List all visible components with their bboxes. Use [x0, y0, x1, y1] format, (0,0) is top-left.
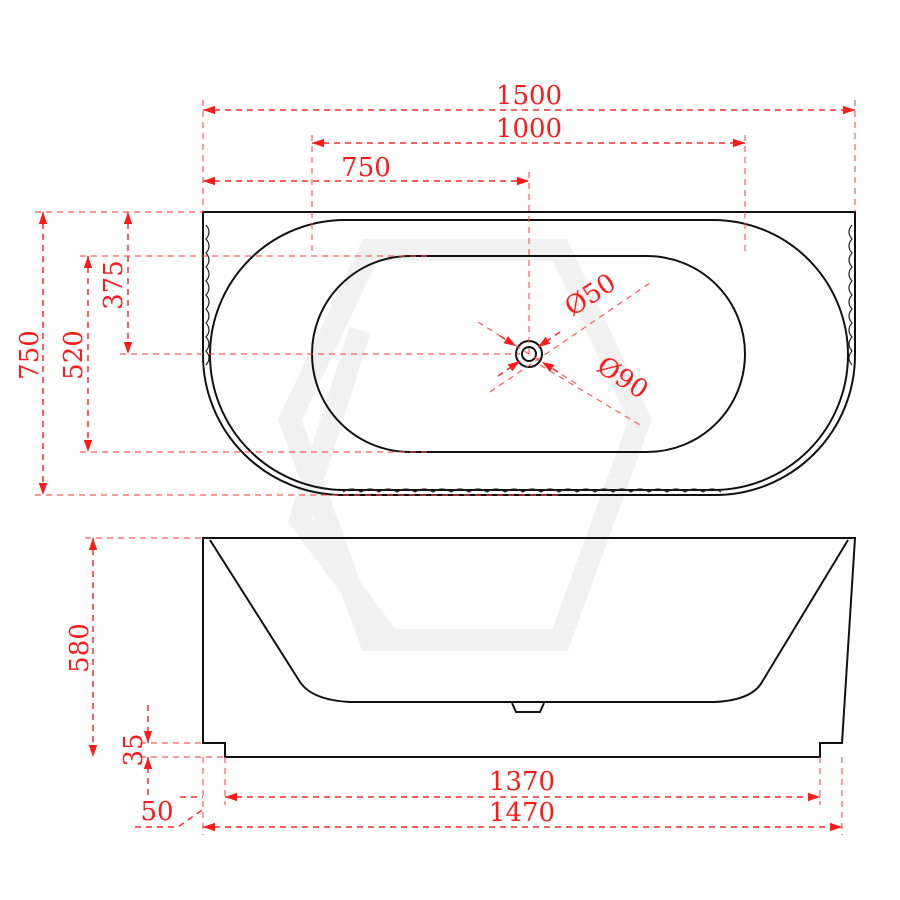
tub-side-basin	[209, 539, 849, 703]
dim-plinth-inset-leader	[135, 796, 206, 828]
label-basin-length: 1000	[496, 114, 562, 144]
label-base-length: 1370	[489, 767, 555, 797]
watermark-logo	[278, 239, 652, 651]
label-plinth-inset: 50	[140, 797, 173, 827]
fluted-panel-texture	[205, 224, 853, 493]
label-basin-width: 520	[59, 330, 89, 380]
tub-outer-outline	[202, 211, 856, 496]
dim-drain-arrow	[497, 360, 521, 377]
label-height: 580	[65, 623, 95, 673]
dimension-labels: 1500 1000 750 750 520 375 Ø50 Ø90 580 35…	[15, 81, 653, 828]
extension-lines	[35, 100, 856, 835]
label-drain-offset-y: 375	[99, 260, 129, 310]
label-plinth-height: 35	[119, 733, 149, 766]
label-overall-width: 750	[15, 330, 45, 380]
label-drain-offset-x: 750	[341, 153, 391, 183]
dimension-lines	[38, 105, 855, 832]
label-bottom-length: 1470	[489, 798, 555, 828]
dim-drain-arrow	[541, 361, 559, 373]
drain-inner-circle	[521, 346, 537, 362]
dim-drain-arrow	[537, 331, 561, 348]
label-overall-length: 1500	[496, 81, 562, 111]
dim-drain-arrow	[499, 335, 517, 347]
side-drain	[511, 702, 545, 713]
